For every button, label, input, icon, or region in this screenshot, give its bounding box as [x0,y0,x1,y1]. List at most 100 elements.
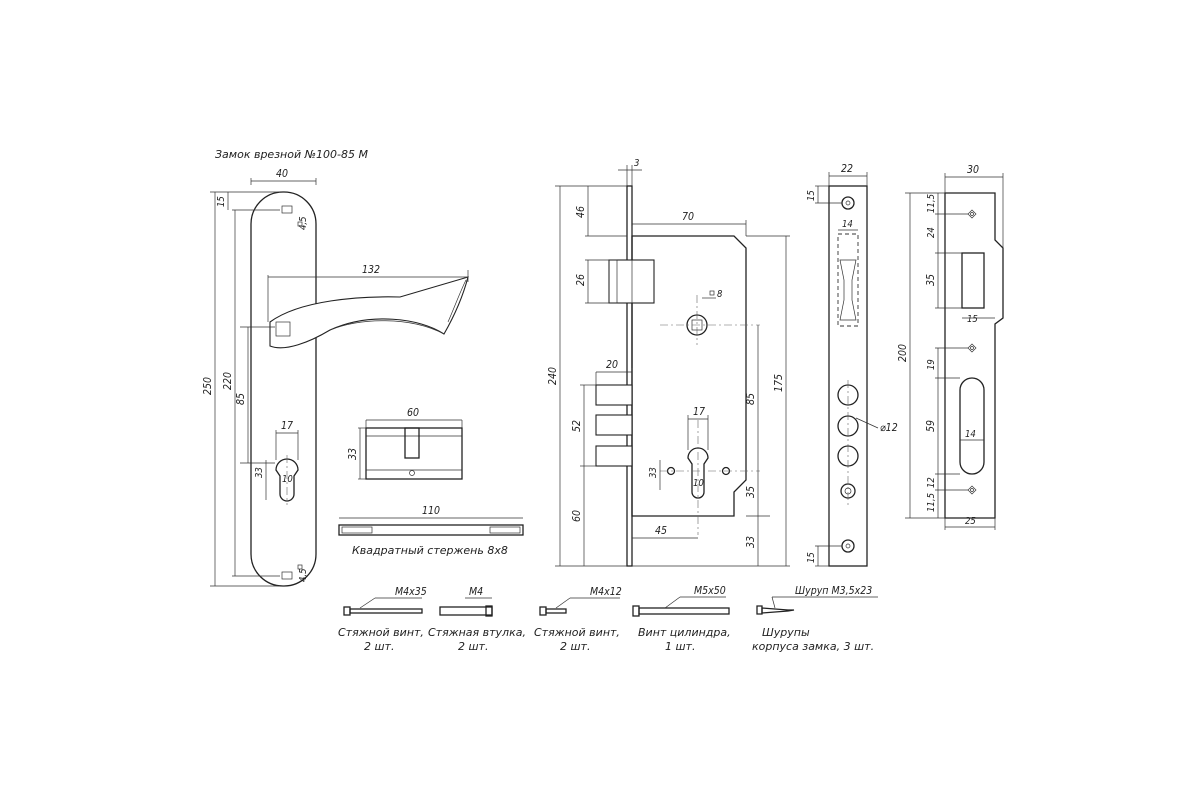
handle-backplate [250,191,317,587]
part-4-qty: 1 шт. [665,640,695,653]
cylinder-view: 60 33 [347,407,463,480]
dim-strike-19: 19 [926,359,937,370]
dim-45: 45 [655,525,667,537]
faceplate-view: 22 15 14 ⌀12 15 [806,163,898,567]
keyhole [275,458,299,502]
faceplate-screw-top [841,196,855,210]
strike-plate-view: 30 200 11,5 24 35 15 19 59 14 12 11,5 25 [897,164,1004,530]
dim-keyhole-d: 10 [282,474,293,485]
strike-screw-top [967,209,977,219]
deadbolt-1 [595,384,633,406]
faceplate-screw-bottom [841,539,855,553]
dim-handle-between: 220 [222,372,234,390]
dim-lever-length: 132 [362,264,380,276]
dim-strike-12: 12 [926,477,937,488]
dim-body-depth: 70 [682,211,694,223]
deadbolt-2 [595,414,633,436]
part-1-name: Стяжной винт, [338,626,424,639]
strike-latch-opening [961,252,985,309]
latch-window [837,233,859,327]
dim-33b: 33 [745,536,757,548]
spindle-caption: Квадратный стержень 8х8 [352,544,508,557]
dim-strike-24: 24 [926,227,937,238]
dim-strike-width: 30 [967,164,979,176]
dim-faceplate-14: 14 [842,219,853,230]
dim-square-8: 8 [717,289,723,300]
dim-strike-15: 15 [967,314,978,325]
dim-26: 26 [575,274,587,286]
dim-screw-top: 4,5 [298,216,309,230]
part-5-qty: корпуса замка, 3 шт. [752,640,874,653]
faceplate-outline [828,185,868,567]
dim-60: 60 [571,510,583,522]
cylinder-hole [687,447,709,499]
lock-body-view: 3 70 240 46 26 20 52 60 8 17 10 [547,158,790,567]
drawing-title: Замок врезной №100-85 М [215,148,369,161]
dim-handle-backset: 85 [235,393,247,405]
bottom-screw-hole [281,571,293,580]
strike-outline [944,192,1004,519]
part-screw-m4x35: М4х35 Стяжной винт, 2 шт. [338,586,427,653]
latch-bolt [608,259,655,304]
dim-strike-14: 14 [965,429,976,440]
spindle-square [275,321,291,337]
dim-handle-width: 40 [276,168,288,180]
dim-strike-25: 25 [965,516,976,527]
dim-strike-35: 35 [925,274,937,286]
cylinder-cam [404,427,420,459]
dim-strike-11-5b: 11,5 [926,493,937,512]
dim-top-offset: 15 [216,196,227,207]
dim-spindle-length: 110 [422,505,440,517]
dim-faceplate-width: 22 [841,163,853,175]
dim-85: 85 [745,393,757,405]
dim-faceplate-15b: 15 [806,552,817,563]
strike-bolt-slot [959,377,985,475]
dim-faceplate-15a: 15 [806,190,817,201]
part-screw-m5x50: М5х50 Винт цилиндра, 1 шт. [632,585,731,653]
dim-17: 17 [693,406,705,418]
dim-10: 10 [693,478,704,489]
dim-strike-59: 59 [925,420,937,432]
dim-33a: 33 [648,467,659,478]
top-screw-hole [281,205,293,214]
part-2-name: Стяжная втулка, [428,626,526,639]
dim-keyhole-h: 33 [254,467,265,478]
dim-46: 46 [575,206,587,218]
dim-cylinder-length: 60 [407,407,419,419]
part-2-spec: М4 [469,586,483,598]
strike-screw-mid [967,343,977,353]
dim-cylinder-height: 33 [347,448,359,460]
part-3-qty: 2 шт. [560,640,590,653]
dim-screw-bottom: 4,5 [298,568,309,582]
part-5-name: Шурупы [762,626,810,639]
handle-lever [269,276,469,349]
parts-row: М4х35 Стяжной винт, 2 шт. М4 Стяжная вту… [338,585,878,653]
deadbolt-3 [595,445,633,467]
part-sleeve-m4: М4 Стяжная втулка, 2 шт. [428,586,526,653]
spindle-bar [338,524,524,536]
part-wood-screw: Шуруп М3,5х23 Шурупы корпуса замка, 3 шт… [752,585,878,653]
strike-screw-bottom [967,485,977,495]
dim-strike-11-5a: 11,5 [926,194,937,213]
part-3-name: Стяжной винт, [534,626,620,639]
lock-faceplate-edge [626,185,633,567]
dim-20: 20 [606,359,618,371]
part-5-spec: Шуруп М3,5х23 [795,585,872,597]
part-1-spec: М4х35 [395,586,427,598]
handle-view: 40 250 220 15 85 132 17 10 33 4,5 4,5 [202,168,469,587]
part-4-name: Винт цилиндра, [638,626,731,639]
part-4-spec: М5х50 [694,585,726,597]
part-screw-m4x12: М4х12 Стяжной винт, 2 шт. [534,586,622,653]
dim-175: 175 [773,374,785,392]
dim-faceplate-thickness: 3 [634,158,639,169]
spindle-view: 110 Квадратный стержень 8х8 [338,505,524,557]
dim-strike-height: 200 [897,344,909,362]
part-1-qty: 2 шт. [364,640,394,653]
part-3-spec: М4х12 [590,586,622,598]
dim-faceplate-dia: ⌀12 [880,422,898,434]
lock-case [631,235,747,517]
dim-lock-height: 240 [547,367,559,385]
dim-52: 52 [571,420,583,432]
dim-35: 35 [745,486,757,498]
